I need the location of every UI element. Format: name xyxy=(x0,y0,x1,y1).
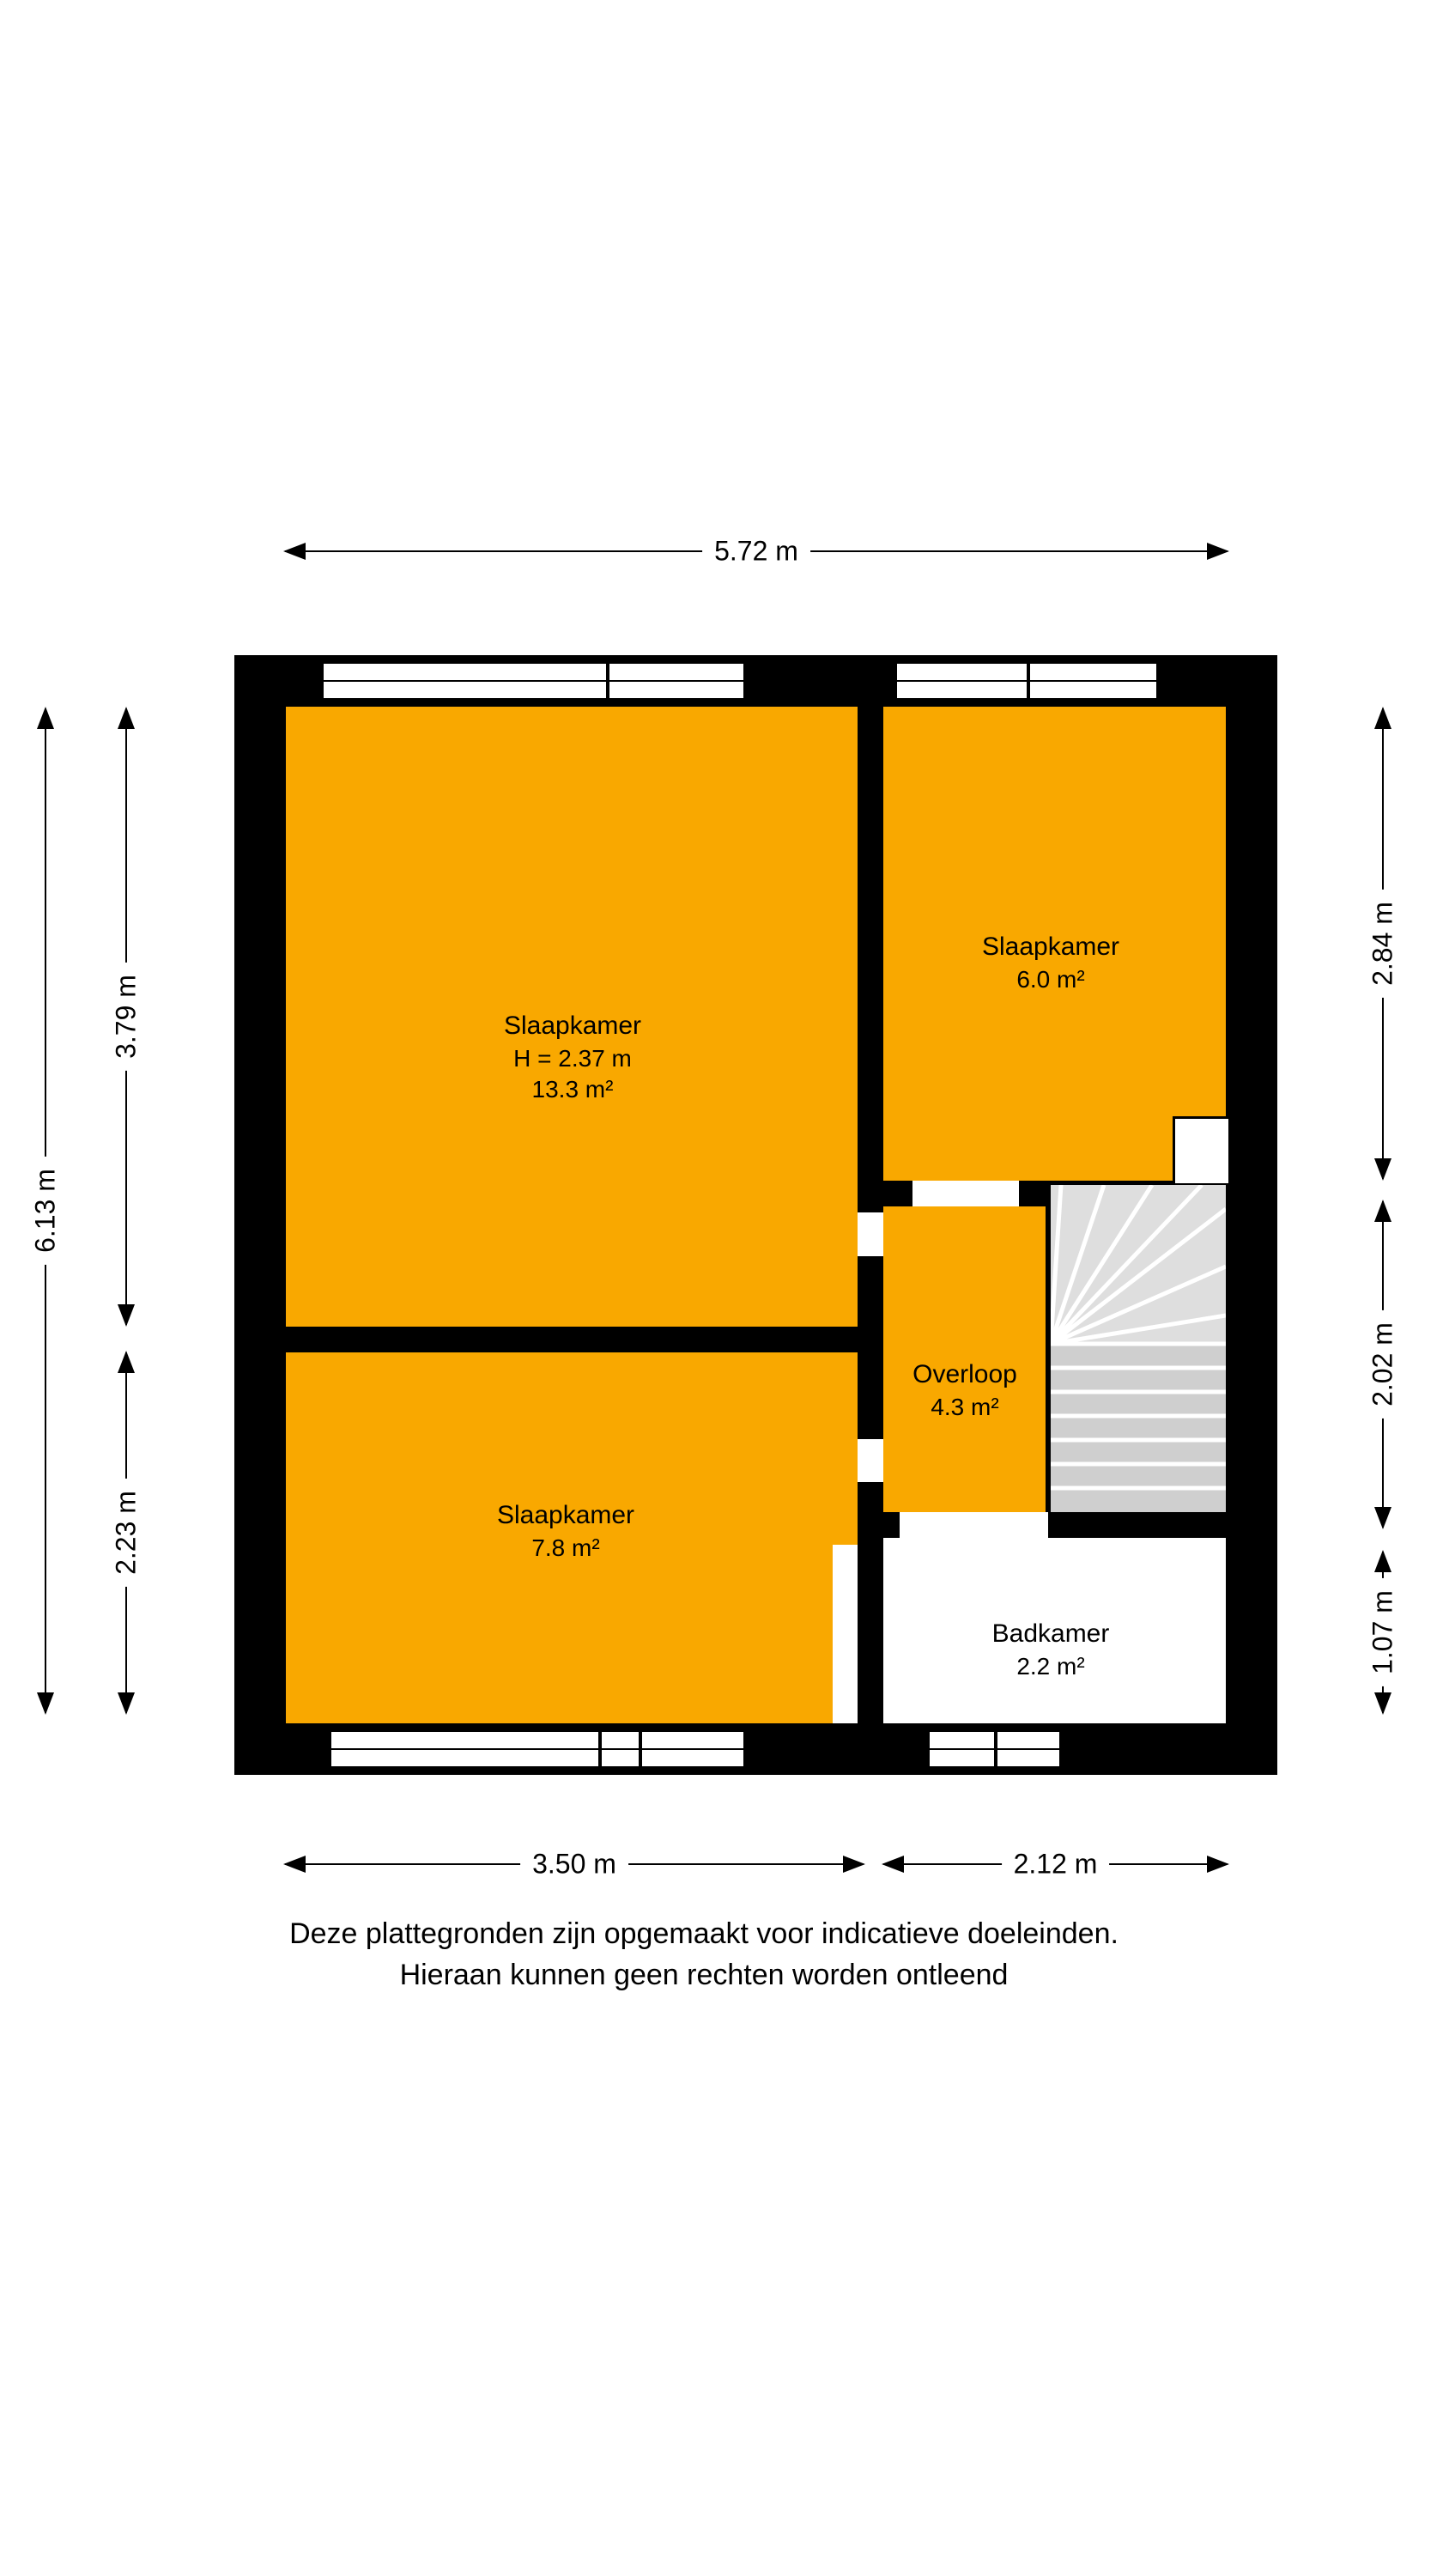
staircase-icon xyxy=(1051,1185,1226,1512)
dimension-label: 5.72 m xyxy=(702,533,810,569)
disclaimer: Deze plattegronden zijn opgemaakt voor i… xyxy=(0,1913,1408,1996)
floor-plan: Slaapkamer H = 2.37 m 13.3 m² Slaapkamer… xyxy=(234,655,1277,1775)
room-bedroom-bottom xyxy=(286,1352,858,1723)
arrowhead-up-icon xyxy=(118,1351,135,1373)
room-area: 2.2 m² xyxy=(1016,1653,1085,1680)
room-name: Slaapkamer xyxy=(503,1012,642,1040)
room-area: 7.8 m² xyxy=(531,1534,600,1561)
disclaimer-line-1: Deze plattegronden zijn opgemaakt voor i… xyxy=(289,1917,1119,1950)
arrowhead-down-icon xyxy=(1374,1507,1391,1529)
dimension-label: 2.23 m xyxy=(108,1479,144,1587)
wall-recess xyxy=(833,1545,858,1723)
window-top-left xyxy=(324,662,743,700)
dimension-left-upper: 3.79 m xyxy=(108,707,144,1327)
dimension-bottom-right: 2.12 m xyxy=(882,1846,1229,1882)
dimension-label: 3.79 m xyxy=(108,963,144,1071)
arrowhead-down-icon xyxy=(1374,1158,1391,1181)
arrowhead-down-icon xyxy=(1374,1692,1391,1715)
window-bottom-right xyxy=(930,1730,1059,1768)
arrowhead-left-icon xyxy=(882,1856,904,1873)
room-height-note: H = 2.37 m xyxy=(513,1045,632,1072)
arrowhead-left-icon xyxy=(283,1856,306,1873)
door-bedroom-large-to-landing xyxy=(858,1210,883,1259)
arrowhead-down-icon xyxy=(118,1304,135,1327)
window-top-right xyxy=(897,662,1156,700)
room-label-bedroom-large: Slaapkamer H = 2.37 m 13.3 m² xyxy=(504,1009,641,1105)
room-bedroom-top-right xyxy=(883,707,1226,1181)
dimension-left-total: 6.13 m xyxy=(27,707,64,1715)
dimension-right-lower: 1.07 m xyxy=(1365,1550,1401,1715)
room-area: 6.0 m² xyxy=(1016,966,1085,993)
dimension-left-lower: 2.23 m xyxy=(108,1351,144,1715)
dimension-label: 6.13 m xyxy=(27,1157,64,1265)
arrowhead-right-icon xyxy=(1207,543,1229,560)
disclaimer-line-2: Hieraan kunnen geen rechten worden ontle… xyxy=(399,1959,1009,1991)
room-name: Overloop xyxy=(912,1360,1017,1388)
dimension-label: 3.50 m xyxy=(520,1846,628,1882)
room-area: 4.3 m² xyxy=(931,1394,999,1420)
dimension-label: 2.84 m xyxy=(1365,890,1401,998)
room-label-bathroom: Badkamer 2.2 m² xyxy=(992,1617,1110,1682)
room-area: 13.3 m² xyxy=(531,1076,614,1103)
dimension-right-middle: 2.02 m xyxy=(1365,1200,1401,1529)
dimension-label: 2.02 m xyxy=(1365,1310,1401,1419)
dimension-label: 2.12 m xyxy=(1001,1846,1110,1882)
door-bedroom-bottom-to-landing xyxy=(858,1437,883,1485)
room-label-bedroom-bottom: Slaapkamer 7.8 m² xyxy=(497,1498,634,1564)
arrowhead-down-icon xyxy=(118,1692,135,1715)
room-label-bedroom-top-right: Slaapkamer 6.0 m² xyxy=(982,930,1119,995)
room-bathroom xyxy=(883,1538,1226,1723)
arrowhead-up-icon xyxy=(1374,707,1391,729)
arrowhead-left-icon xyxy=(283,543,306,560)
dimension-label: 1.07 m xyxy=(1365,1578,1401,1686)
dimension-top-width: 5.72 m xyxy=(283,533,1229,569)
arrowhead-up-icon xyxy=(118,707,135,729)
staircase xyxy=(1051,1185,1226,1512)
closet-notch xyxy=(1173,1116,1228,1183)
window-bottom-left xyxy=(331,1730,743,1768)
room-label-landing: Overloop 4.3 m² xyxy=(912,1358,1017,1423)
room-name: Badkamer xyxy=(991,1619,1110,1648)
arrowhead-down-icon xyxy=(37,1692,54,1715)
room-name: Slaapkamer xyxy=(981,933,1120,961)
dimension-right-upper: 2.84 m xyxy=(1365,707,1401,1181)
room-landing xyxy=(883,1206,1046,1512)
room-name: Slaapkamer xyxy=(496,1501,635,1529)
door-bedroom-top-right-to-landing xyxy=(910,1181,1022,1206)
arrowhead-up-icon xyxy=(1374,1550,1391,1572)
arrowhead-right-icon xyxy=(1207,1856,1229,1873)
dimension-bottom-left: 3.50 m xyxy=(283,1846,865,1882)
room-bedroom-large xyxy=(286,707,858,1327)
arrowhead-right-icon xyxy=(843,1856,865,1873)
arrowhead-up-icon xyxy=(1374,1200,1391,1222)
door-landing-to-bathroom xyxy=(897,1512,1051,1538)
arrowhead-up-icon xyxy=(37,707,54,729)
